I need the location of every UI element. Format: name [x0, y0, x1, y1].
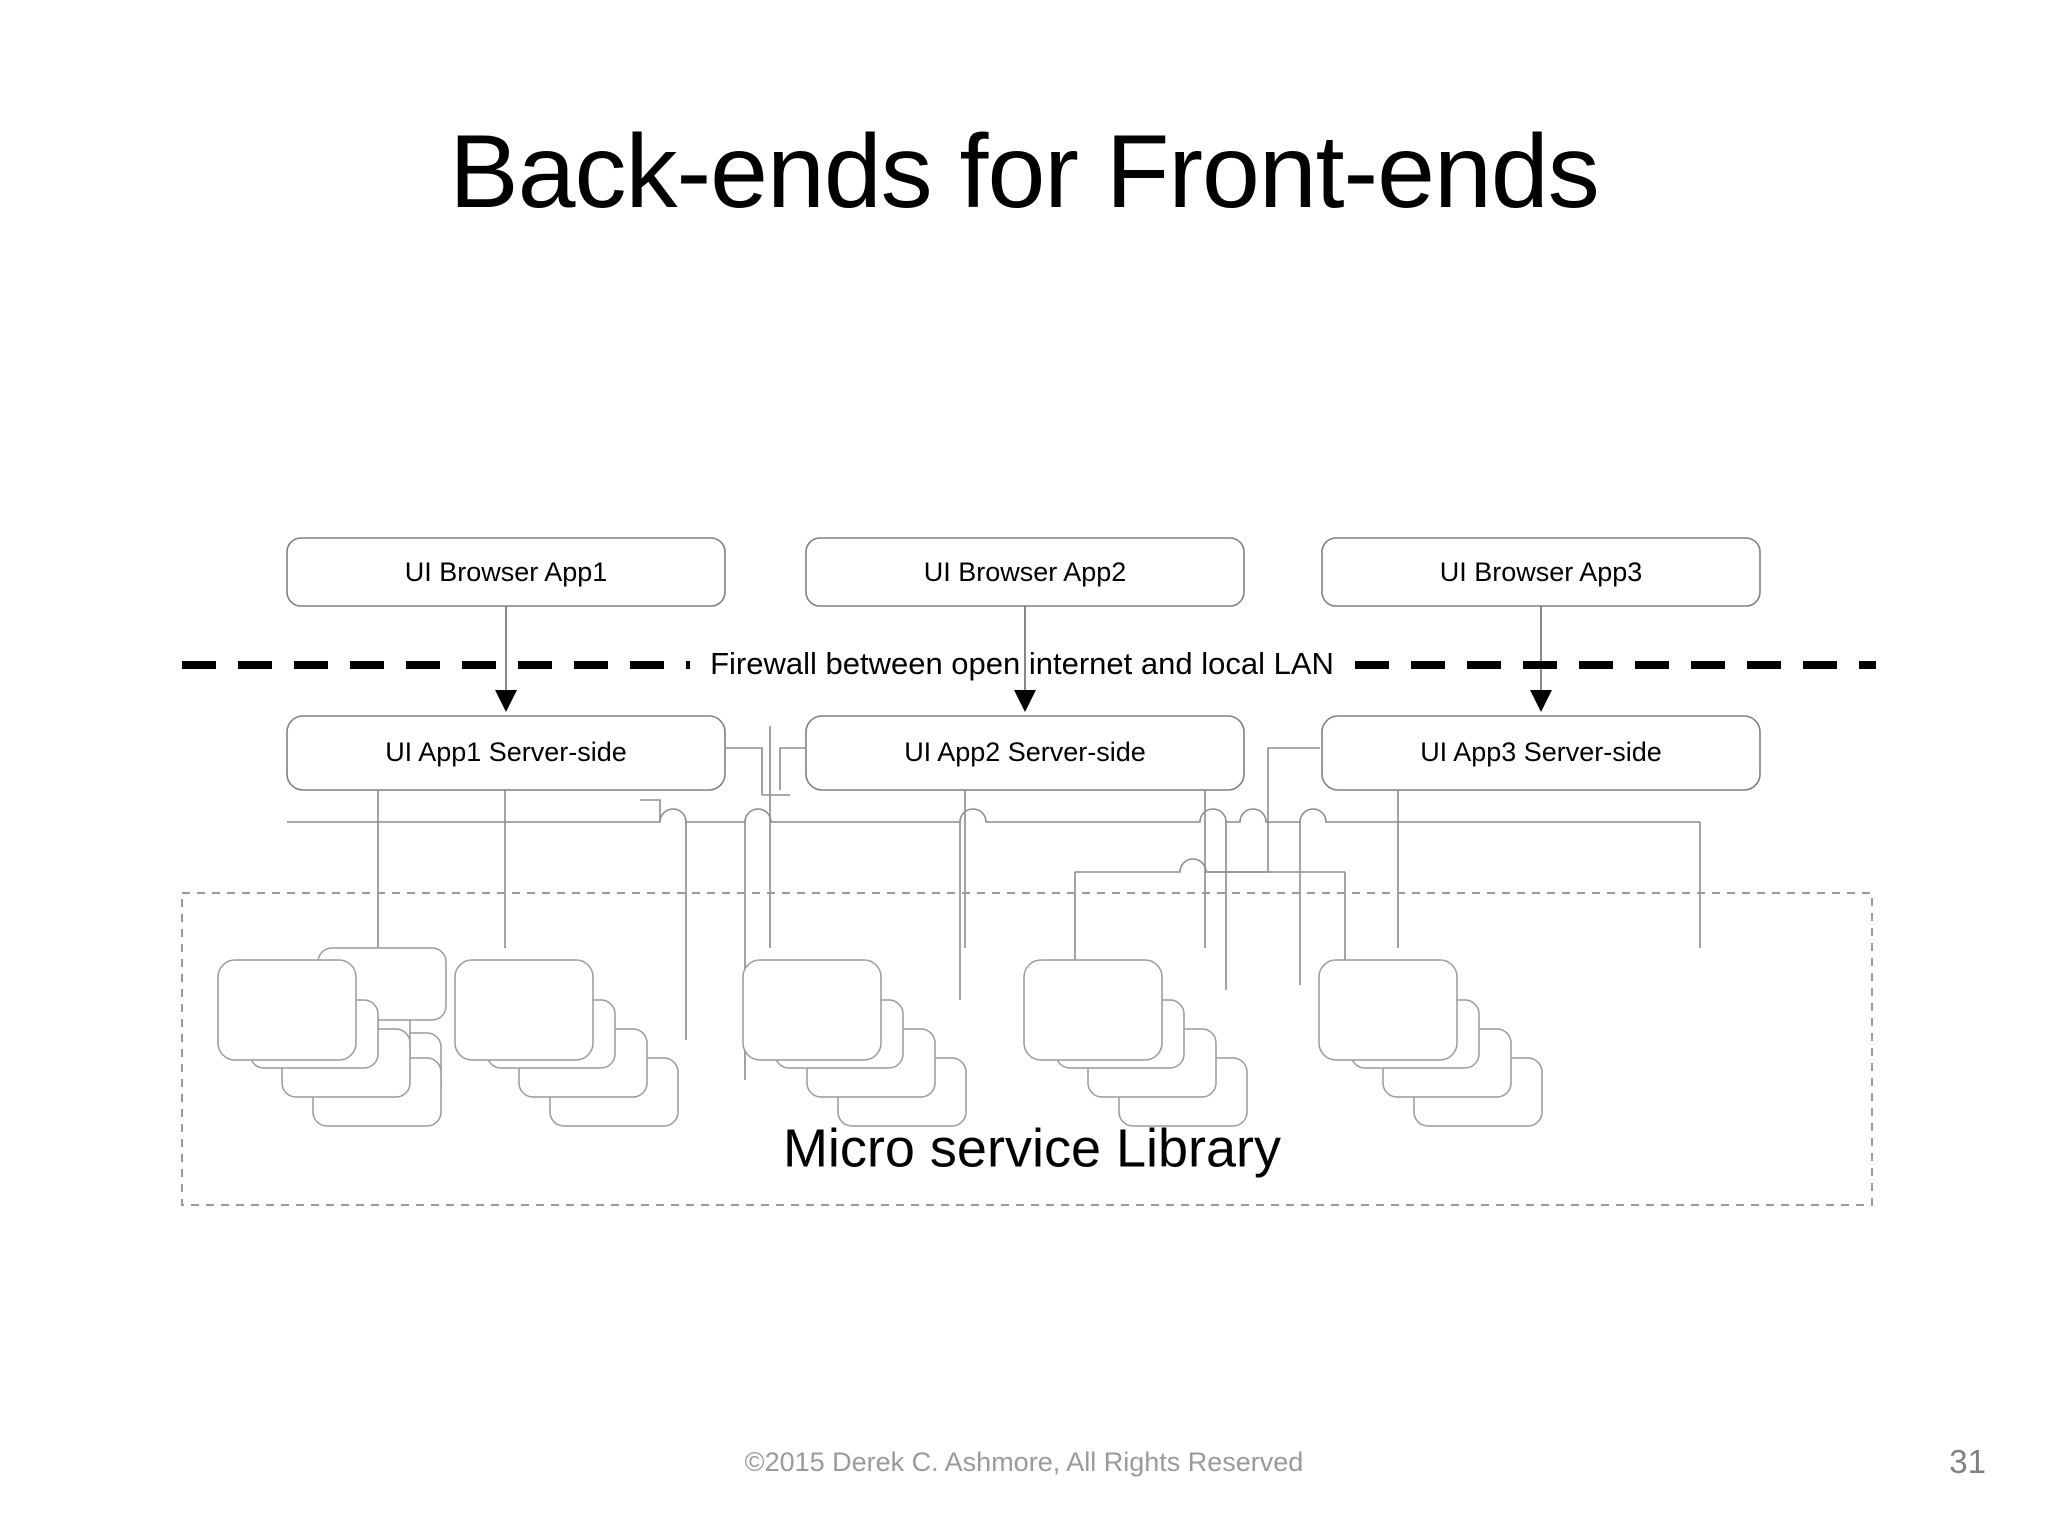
- page-title: Back-ends for Front-ends: [449, 114, 1599, 230]
- node-ui-browser-app1[interactable]: UI Browser App1: [286, 537, 726, 607]
- micro-service-stack[interactable]: [1318, 959, 1543, 1127]
- node-ui-browser-app3[interactable]: UI Browser App3: [1321, 537, 1761, 607]
- node-label: UI Browser App2: [924, 557, 1127, 587]
- node-ui-app2-server-side[interactable]: UI App2 Server-side: [805, 715, 1245, 791]
- micro-service-stack[interactable]: [217, 947, 447, 1127]
- node-label: UI App1 Server-side: [385, 737, 627, 767]
- node-label: UI Browser App1: [405, 557, 608, 587]
- server-tier: UI App1 Server-side UI App2 Server-side …: [286, 715, 1761, 791]
- library-label: Micro service Library: [783, 1118, 1281, 1178]
- arrow-app3-down: [1530, 606, 1552, 712]
- page-number: 31: [1949, 1443, 1986, 1480]
- firewall-boundary: Firewall between open internet and local…: [182, 646, 1876, 681]
- node-ui-app1-server-side[interactable]: UI App1 Server-side: [286, 715, 726, 791]
- node-label: UI App3 Server-side: [1420, 737, 1662, 767]
- node-label: UI Browser App3: [1440, 557, 1643, 587]
- arrow-app2-down: [1014, 606, 1036, 712]
- node-ui-app3-server-side[interactable]: UI App3 Server-side: [1321, 715, 1761, 791]
- micro-service-library: Micro service Library: [181, 892, 1873, 1206]
- node-label: UI App2 Server-side: [904, 737, 1146, 767]
- browser-to-server-arrows: [495, 606, 1552, 712]
- node-ui-browser-app2[interactable]: UI Browser App2: [805, 537, 1245, 607]
- micro-service-stack[interactable]: [1023, 959, 1248, 1127]
- firewall-label: Firewall between open internet and local…: [710, 646, 1334, 681]
- arrow-app1-down: [495, 606, 517, 712]
- micro-service-stack[interactable]: [742, 959, 967, 1127]
- footer-copyright: ©2015 Derek C. Ashmore, All Rights Reser…: [744, 1447, 1304, 1477]
- micro-service-stack[interactable]: [454, 959, 679, 1127]
- micro-service-stacks: [217, 947, 1543, 1127]
- browser-tier: UI Browser App1 UI Browser App2 UI Brows…: [286, 537, 1761, 607]
